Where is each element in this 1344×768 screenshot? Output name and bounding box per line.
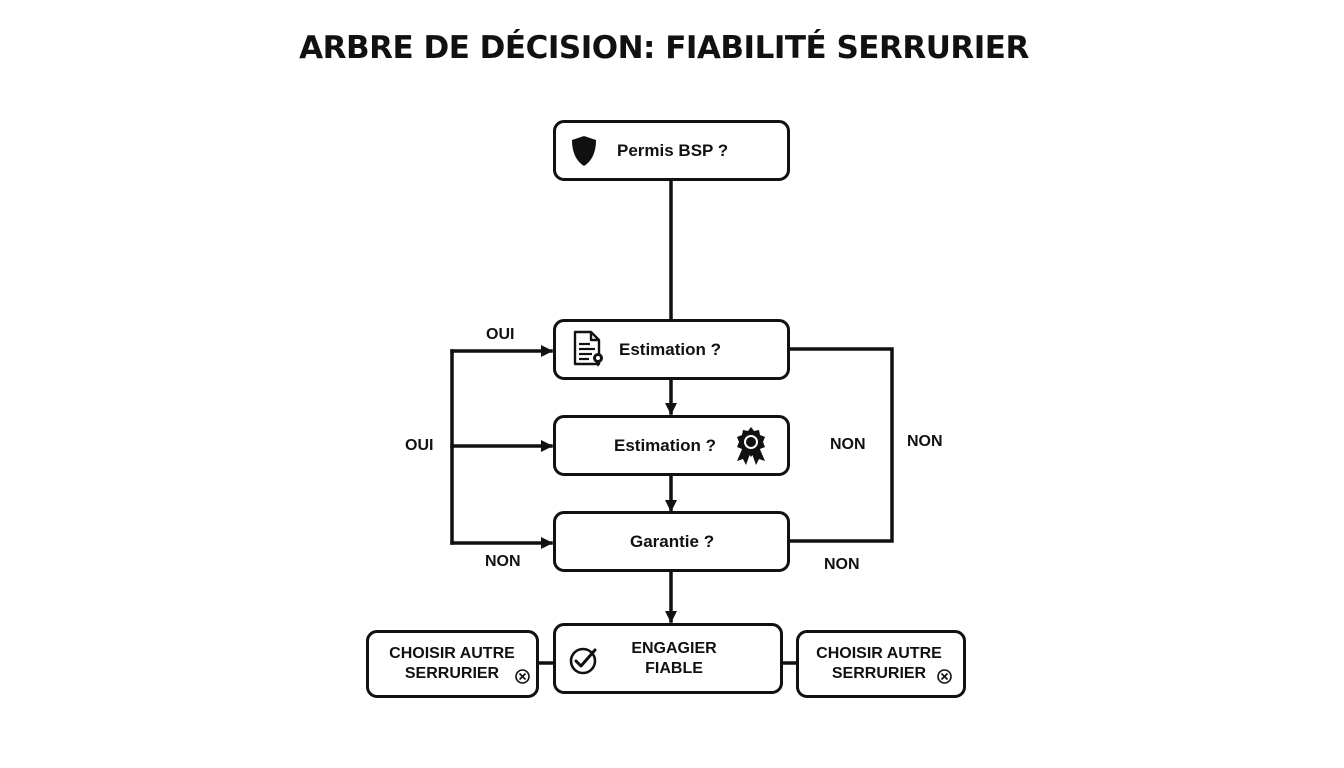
node-estimation1-label: Estimation ? — [619, 340, 722, 359]
node-engager-line2: FIABLE — [645, 660, 703, 677]
check-circle-icon — [569, 647, 597, 675]
node-autre-right-line2: SERRURIER — [831, 665, 927, 682]
node-autre-left-line2: SERRURIER — [404, 665, 500, 682]
shield-icon — [572, 136, 596, 166]
edge-label-non-mid: NON — [830, 436, 866, 453]
edge-label-oui-top: OUI — [486, 326, 515, 343]
node-autre-left-line1: CHOISIR AUTRE — [389, 645, 515, 662]
node-autre-right-label: CHOISIR AUTRE SERRURIER — [804, 644, 954, 684]
node-engager-line1: ENGAGIER — [631, 640, 717, 657]
edge-label-non-bottom: NON — [824, 556, 860, 573]
node-garantie-label: Garantie ? — [630, 532, 715, 551]
node-engager — [553, 623, 783, 694]
node-engager-label: ENGAGIER FIABLE — [615, 639, 733, 679]
node-estimation2-label: Estimation ? — [614, 436, 717, 455]
edge-label-oui-mid: OUI — [405, 437, 434, 454]
edge-right-bracket — [788, 347, 894, 543]
award-badge-icon — [737, 427, 765, 465]
x-circle-icon — [515, 669, 530, 684]
edge-label-non-right: NON — [907, 433, 943, 450]
node-garantie — [553, 511, 790, 572]
diagram-title: ARBRE DE DÉCISION: FIABILITÉ SERRURIER — [299, 30, 1029, 66]
node-autre-left-label: CHOISIR AUTRE SERRURIER — [377, 644, 527, 684]
x-circle-icon — [937, 669, 952, 684]
node-autre-left — [366, 630, 539, 698]
node-autre-right-line1: CHOISIR AUTRE — [816, 645, 942, 662]
edge-label-non-left: NON — [485, 553, 521, 570]
document-icon — [573, 330, 603, 367]
node-autre-right — [796, 630, 966, 698]
node-permis-label: Permis BSP ? — [617, 141, 729, 160]
